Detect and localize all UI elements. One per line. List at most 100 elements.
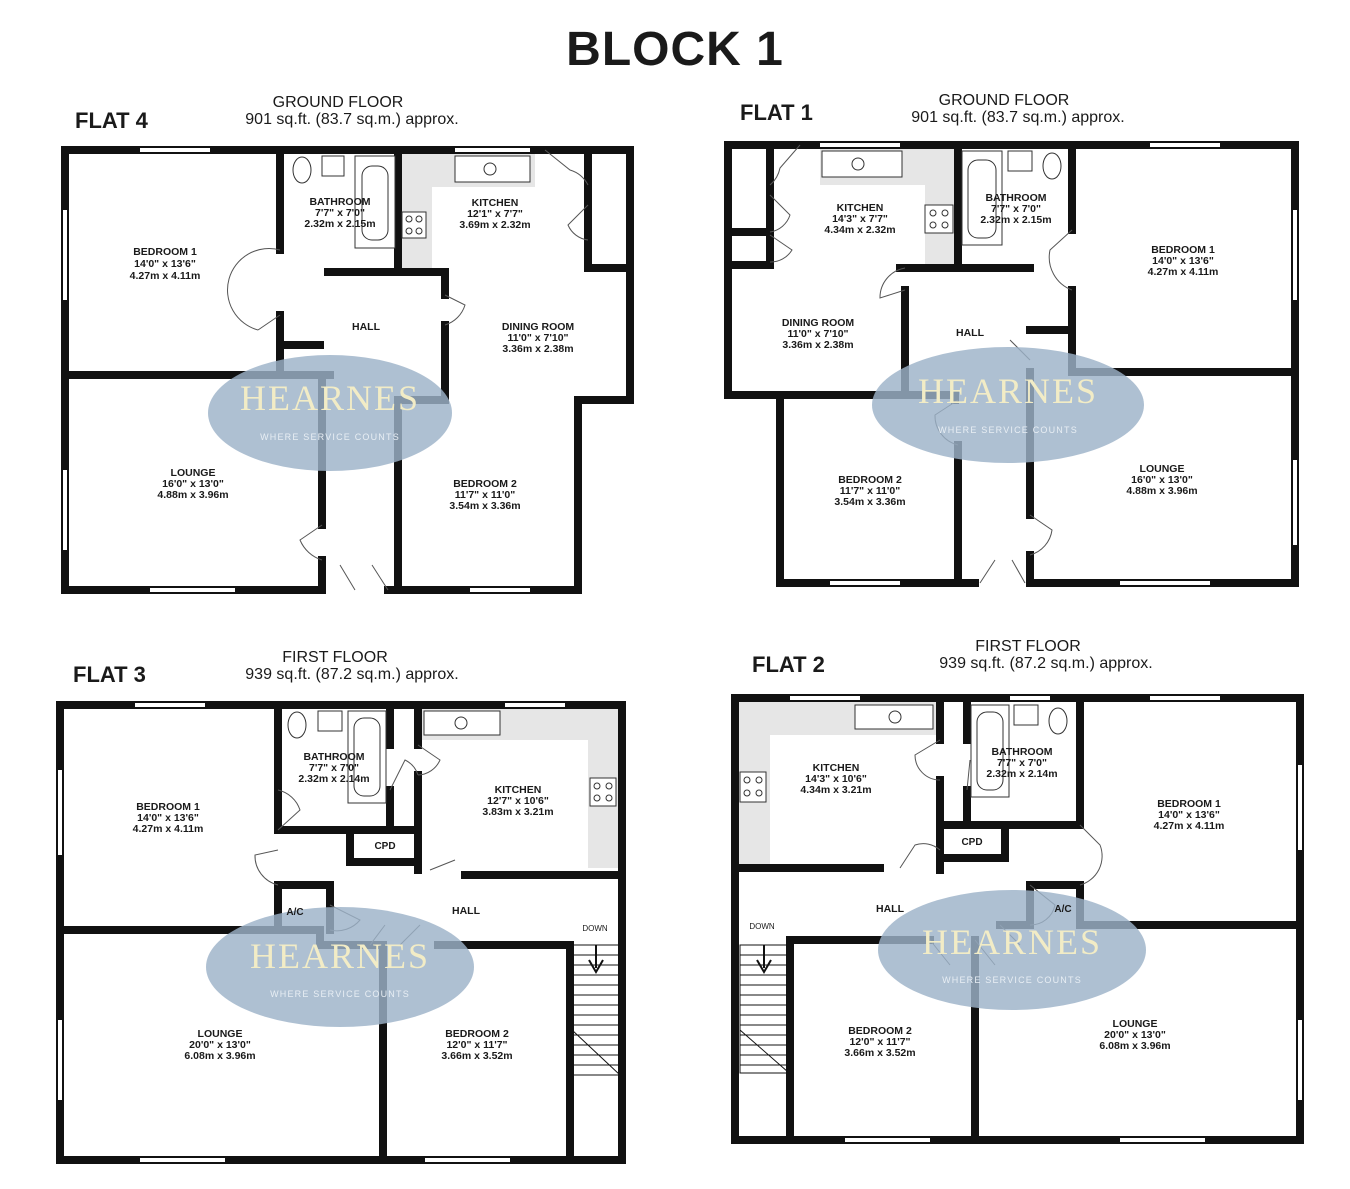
windows [790,696,1302,1142]
room-metric: 4.27m x 4.11m [133,823,204,835]
room-metric: 3.36m x 2.38m [782,339,853,351]
room-metric: 4.27m x 4.11m [130,270,201,282]
room-name: LOUNGE [1140,463,1185,475]
room-name: BATHROOM [309,196,370,208]
room-imperial: 7'7" x 7'0" [991,203,1041,215]
watermark-tagline: WHERE SERVICE COUNTS [938,425,1078,435]
room-hall: HALL [452,905,481,917]
room-metric: 3.66m x 3.52m [844,1047,915,1059]
floor-area: 901 sq.ft. (83.7 sq.m.) approx. [245,111,458,128]
room-bathroom: BATHROOM 7'7" x 7'0" 2.32m x 2.15m [980,192,1051,226]
room-imperial: 7'7" x 7'0" [997,757,1047,769]
room-name: BEDROOM 2 [838,474,902,486]
room-imperial: 14'0" x 13'6" [137,812,199,824]
windows [63,148,530,592]
room-name: BATHROOM [991,746,1052,758]
windows [58,703,565,1162]
room-bedroom-1: BEDROOM 1 14'0" x 13'6" 4.27m x 4.11m [130,246,201,282]
room-metric: 4.34m x 3.21m [800,784,871,796]
room-imperial: 12'1" x 7'7" [467,208,523,220]
room-metric: 2.32m x 2.15m [304,218,375,230]
room-name: LOUNGE [171,467,216,479]
flat-4-plan: FLAT 4 GROUND FLOOR 901 sq.ft. (83.7 sq.… [61,94,634,594]
flat-label: FLAT 2 [752,652,825,677]
stairs [571,944,621,1076]
watermark: HEARNES WHERE SERVICE COUNTS [872,347,1144,463]
room-kitchen: KITCHEN 14'3" x 7'7" 4.34m x 2.32m [824,202,895,236]
flat-3-plan: FLAT 3 FIRST FLOOR 939 sq.ft. (87.2 sq.m… [56,649,626,1164]
floor-area: 939 sq.ft. (87.2 sq.m.) approx. [245,666,458,683]
fixtures [292,155,531,249]
room-imperial: 14'3" x 10'6" [805,773,867,785]
watermark-name: HEARNES [922,922,1102,962]
room-name: KITCHEN [837,202,884,214]
room-bedroom-1: BEDROOM 1 14'0" x 13'6" 4.27m x 4.11m [1154,798,1225,832]
room-metric: 4.88m x 3.96m [1126,485,1197,497]
room-kitchen: KITCHEN 12'1" x 7'7" 3.69m x 2.32m [459,197,530,231]
page-title: BLOCK 1 [566,23,784,76]
flat-label: FLAT 3 [73,662,146,687]
room-metric: 3.54m x 3.36m [449,500,520,512]
watermark-name: HEARNES [250,936,430,976]
room-hall: HALL [876,903,905,915]
room-imperial: 20'0" x 13'0" [189,1039,251,1051]
watermark-tagline: WHERE SERVICE COUNTS [260,432,400,442]
room-lounge: LOUNGE 16'0" x 13'0" 4.88m x 3.96m [157,467,228,501]
fixtures [821,150,1062,246]
room-hall: HALL [352,321,381,333]
room-imperial: 11'7" x 11'0" [840,485,901,497]
room-name: DINING ROOM [502,321,575,333]
floor-name: FIRST FLOOR [975,638,1081,655]
room-name: BEDROOM 2 [453,478,517,490]
cupboard-label: CPD [961,837,982,848]
room-bathroom: BATHROOM 7'7" x 7'0" 2.32m x 2.14m [298,751,369,785]
room-imperial: 7'7" x 7'0" [309,762,359,774]
room-imperial: 16'0" x 13'0" [1131,474,1193,486]
cupboard-label: CPD [374,841,395,852]
flat-1-plan: FLAT 1 GROUND FLOOR 901 sq.ft. (83.7 sq.… [724,92,1299,587]
room-name: LOUNGE [198,1028,243,1040]
room-metric: 4.27m x 4.11m [1154,820,1225,832]
room-metric: 4.34m x 2.32m [824,224,895,236]
flat-label: FLAT 4 [75,108,149,133]
room-metric: 6.08m x 3.96m [1099,1040,1170,1052]
room-bathroom: BATHROOM 7'7" x 7'0" 2.32m x 2.14m [986,746,1057,780]
ac-label: A/C [1054,904,1071,915]
room-metric: 3.54m x 3.36m [834,496,905,508]
room-name: KITCHEN [813,762,860,774]
room-bedroom-1: BEDROOM 1 14'0" x 13'6" 4.27m x 4.11m [1148,244,1219,278]
room-metric: 3.36m x 2.38m [502,343,573,355]
room-bathroom: BATHROOM 7'7" x 7'0" 2.32m x 2.15m [304,196,375,230]
room-bedroom-2: BEDROOM 2 12'0" x 11'7" 3.66m x 3.52m [441,1028,512,1062]
room-name: BEDROOM 2 [445,1028,509,1040]
room-bedroom-2: BEDROOM 2 11'7" x 11'0" 3.54m x 3.36m [834,474,905,508]
room-imperial: 12'0" x 11'7" [446,1039,507,1051]
floor-name: FIRST FLOOR [282,649,388,666]
room-name: LOUNGE [1113,1018,1158,1030]
room-name: BEDROOM 1 [136,801,200,813]
watermark: HEARNES WHERE SERVICE COUNTS [206,907,474,1027]
room-name: BEDROOM 1 [1157,798,1221,810]
watermark: HEARNES WHERE SERVICE COUNTS [208,355,452,471]
room-metric: 2.32m x 2.14m [986,768,1057,780]
room-name: BATHROOM [303,751,364,763]
watermark-tagline: WHERE SERVICE COUNTS [942,975,1082,985]
room-lounge: LOUNGE 20'0" x 13'0" 6.08m x 3.96m [1099,1018,1170,1052]
watermark-name: HEARNES [918,371,1098,411]
floor-area: 901 sq.ft. (83.7 sq.m.) approx. [911,109,1124,126]
room-metric: 4.27m x 4.11m [1148,266,1219,278]
room-imperial: 14'3" x 7'7" [832,213,888,225]
room-metric: 3.66m x 3.52m [441,1050,512,1062]
room-metric: 6.08m x 3.96m [184,1050,255,1062]
room-name: BEDROOM 2 [848,1025,912,1037]
room-bedroom-2: BEDROOM 2 11'7" x 11'0" 3.54m x 3.36m [449,478,520,512]
room-metric: 2.32m x 2.15m [980,214,1051,226]
room-metric: 4.88m x 3.96m [157,489,228,501]
flat-label: FLAT 1 [740,100,813,125]
room-imperial: 12'7" x 10'6" [487,795,549,807]
ac-label: A/C [286,907,303,918]
room-bedroom-2: BEDROOM 2 12'0" x 11'7" 3.66m x 3.52m [844,1025,915,1059]
room-imperial: 12'0" x 11'7" [849,1036,910,1048]
flat-2-plan: FLAT 2 FIRST FLOOR 939 sq.ft. (87.2 sq.m… [731,638,1304,1144]
